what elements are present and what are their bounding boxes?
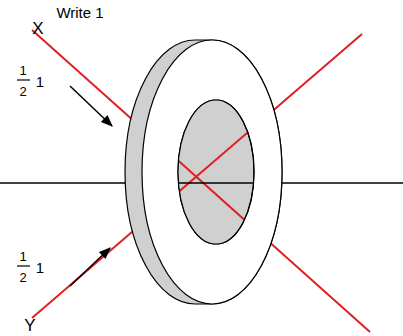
current-arrow [70,86,112,126]
fraction-numerator: 1 [19,250,26,263]
core-hole-edge [178,100,254,244]
wire-name: Y [24,317,35,334]
core-inner-surface [170,90,262,254]
fraction-bar [17,79,30,80]
heading-label: Write 1 [56,5,103,20]
current-arrow [70,248,110,286]
sense-wire [0,182,403,184]
x-wire [32,30,370,332]
fraction-bar [17,265,30,266]
current-value: 1 [36,74,44,89]
wire-name: X [32,20,43,37]
y-wire [32,34,362,318]
fraction-denominator: 2 [19,85,26,98]
fraction-denominator: 2 [19,271,26,284]
core-face [142,40,282,304]
core-side [125,40,282,304]
x-wire [32,30,370,332]
current-value: 1 [36,260,44,275]
fraction-numerator: 1 [19,64,26,77]
sense-wire [0,182,403,184]
y-wire [32,34,362,318]
